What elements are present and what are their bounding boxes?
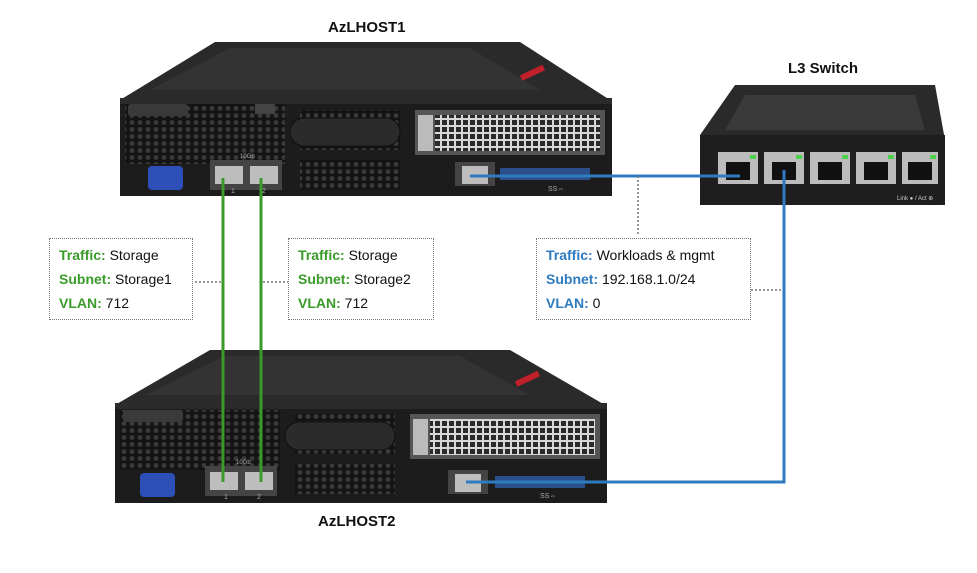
subnet-row: Subnet: Storage2: [298, 271, 411, 287]
switch-title: L3 Switch: [788, 60, 859, 77]
subnet-value: Storage1: [115, 271, 172, 287]
subnet-value: 192.168.1.0/24: [602, 271, 696, 287]
storage2-info-box: Traffic: Storage Subnet: Storage2 VLAN: …: [288, 238, 434, 320]
host1-title: AzLHOST1: [328, 19, 406, 36]
server-azlhost2: 10Gb 1 2 SS⇔: [115, 350, 607, 503]
vlan-value: 0: [592, 295, 601, 311]
subnet-row: Subnet: Storage1: [59, 271, 172, 287]
traffic-row: Traffic: Workloads & mgmt: [546, 247, 715, 263]
traffic-row: Traffic: Storage: [298, 247, 398, 263]
mgmt-info-box: Traffic: Workloads & mgmt Subnet: 192.16…: [536, 238, 751, 320]
switch-port-led-label: Link ● / Act ⊕: [897, 196, 933, 202]
traffic-value: Storage: [109, 247, 159, 263]
leader-lines: [191, 176, 782, 291]
subnet-value: Storage2: [354, 271, 411, 287]
l3-switch: Link ● / Act ⊕: [700, 85, 945, 205]
port2-label: 2: [262, 188, 266, 195]
port1-label: 1: [231, 188, 235, 195]
usb-ss-label: SS⇔: [548, 186, 564, 193]
traffic-value: Workloads & mgmt: [596, 247, 715, 263]
subnet-row: Subnet: 192.168.1.0/24: [546, 271, 696, 287]
host2-title: AzLHOST2: [318, 513, 396, 530]
usb-ss-label-2: SS⇔: [540, 493, 556, 500]
storage1-info-box: Traffic: Storage Subnet: Storage1 VLAN: …: [49, 238, 193, 320]
vlan-row: VLAN: 712: [298, 295, 369, 311]
vlan-value: 712: [105, 295, 130, 311]
traffic-value: Storage: [348, 247, 398, 263]
nic-speed-label: 10Gb: [240, 154, 255, 160]
mgmt-cable-host2: [466, 170, 786, 484]
vlan-row: VLAN: 0: [546, 295, 601, 311]
server-azlhost1: 10Gb 1 2 SS⇔: [120, 42, 612, 196]
vlan-value: 712: [344, 295, 369, 311]
traffic-row: Traffic: Storage: [59, 247, 159, 263]
vlan-row: VLAN: 712: [59, 295, 130, 311]
nic-speed-label-2: 10Gb: [236, 460, 251, 466]
port1-label-2: 1: [224, 494, 228, 501]
port2-label-2: 2: [257, 494, 261, 501]
